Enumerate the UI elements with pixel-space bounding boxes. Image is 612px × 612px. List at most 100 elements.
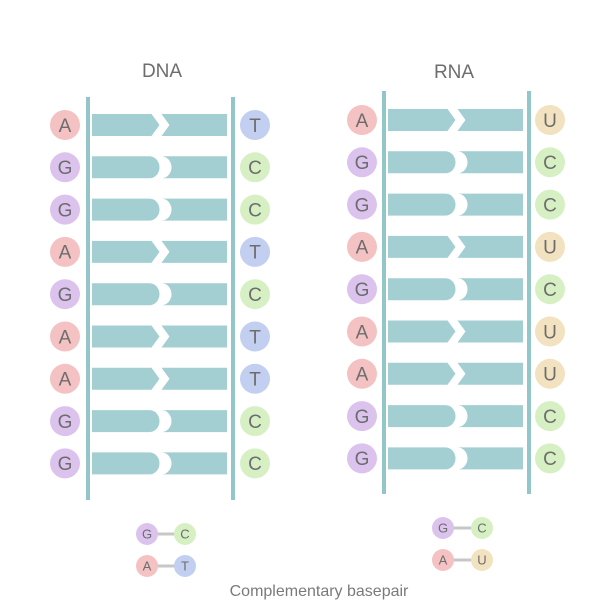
base-letter: G [355, 195, 370, 216]
base-letter: C [543, 153, 557, 174]
rna-left-base-5: A [347, 316, 377, 347]
dna-left-base-7: G [50, 406, 80, 437]
bond-3 [92, 240, 227, 263]
base-letter: A [356, 365, 369, 386]
base-letter: T [249, 243, 261, 264]
bond-5 [388, 320, 523, 343]
rna-title: RNA [434, 62, 474, 83]
bond-right-half [457, 320, 523, 343]
dna-right-base-0: T [240, 110, 270, 140]
base-circle [240, 448, 270, 479]
bond-left-half [92, 156, 160, 179]
legend-base: C [174, 523, 196, 545]
bond-right-half [161, 114, 227, 136]
base-letter: G [355, 280, 370, 301]
dna-left-base-1: G [50, 152, 80, 183]
rna-right-base-2: C [535, 189, 565, 220]
base-letter: C [248, 412, 262, 433]
bond-8 [388, 447, 523, 470]
bond-4 [388, 278, 523, 301]
legend-base: G [432, 517, 454, 539]
rna-left-base-1: G [347, 147, 377, 178]
legend-caption: Complementary basepair [230, 583, 409, 600]
bond-left-half [92, 325, 160, 348]
base-letter: C [248, 454, 262, 475]
bond-right-half [161, 240, 227, 263]
base-letter: C [543, 407, 557, 428]
bond-right-half [161, 410, 227, 433]
bond-6 [92, 367, 227, 390]
bond-right-half [457, 193, 523, 216]
rna-right-base-8: C [535, 443, 565, 474]
base-letter: U [477, 553, 486, 568]
base-letter: A [59, 327, 72, 348]
bond-right-half [161, 452, 227, 475]
bond-left-half [92, 240, 160, 263]
base-letter: A [59, 370, 72, 391]
base-circle [347, 105, 377, 135]
legend-base: U [471, 549, 493, 571]
base-circle [240, 279, 270, 310]
dna-right-base-1: C [240, 152, 270, 183]
bond-right-half [161, 198, 227, 221]
base-letter: G [58, 158, 73, 179]
bond-left-half [92, 367, 160, 390]
base-circle [50, 363, 80, 394]
bond-7 [388, 405, 523, 428]
base-circle [136, 523, 158, 545]
base-circle [535, 105, 565, 135]
base-circle [50, 194, 80, 225]
bond-right-half [161, 156, 227, 179]
bond-right-half [457, 362, 523, 385]
dna-left-base-0: A [50, 110, 80, 140]
dna-left-base-6: A [50, 363, 80, 394]
base-circle [535, 274, 565, 305]
base-circle [535, 147, 565, 178]
base-letter: A [59, 243, 72, 264]
bond-0 [92, 114, 227, 136]
bond-right-half [457, 405, 523, 428]
base-circle [50, 236, 80, 267]
bond-right-half [161, 367, 227, 390]
bond-left-half [92, 452, 160, 475]
bond-right-half [457, 235, 523, 258]
bond-left-half [92, 410, 160, 433]
bond-left-half [92, 198, 160, 221]
bond-left-half [388, 151, 456, 174]
base-letter: C [248, 200, 262, 221]
base-circle [432, 517, 454, 539]
base-letter: G [438, 521, 448, 536]
rna-left-base-7: G [347, 401, 377, 432]
base-circle [347, 316, 377, 347]
base-circle [50, 110, 80, 140]
base-letter: C [180, 527, 189, 542]
dna-right-base-7: C [240, 406, 270, 437]
base-letter: G [355, 407, 370, 428]
rna-right-base-6: U [535, 358, 565, 389]
bond-4 [92, 283, 227, 306]
dna-right-base-8: C [240, 448, 270, 479]
base-letter: C [543, 195, 557, 216]
bond-5 [92, 325, 227, 348]
base-letter: A [356, 322, 369, 343]
bond-2 [388, 193, 523, 216]
base-letter: T [249, 116, 261, 137]
dna-left-base-4: G [50, 279, 80, 310]
bond-left-half [92, 283, 160, 306]
base-letter: G [355, 449, 370, 470]
bond-right-half [457, 151, 523, 174]
base-circle [240, 406, 270, 437]
bond-8 [92, 452, 227, 475]
rna-left-base-8: G [347, 443, 377, 474]
dna-left-base-5: A [50, 321, 80, 352]
bond-left-half [92, 114, 160, 136]
base-letter: T [249, 327, 261, 348]
base-circle [535, 443, 565, 474]
dna-title: DNA [142, 61, 182, 82]
base-letter: C [543, 449, 557, 470]
bond-right-half [457, 447, 523, 470]
